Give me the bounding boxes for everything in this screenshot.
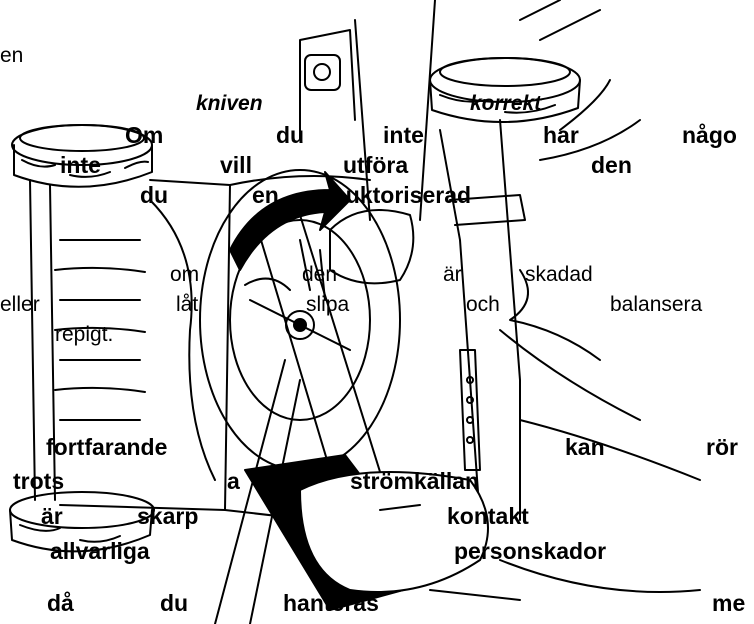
word-me: me [712,590,746,616]
arm-and-glove [229,0,436,301]
handle-column [439,0,601,521]
word-skadad: skadad [525,263,593,286]
word-ror: rör [706,434,738,460]
word-ar-1: är [443,263,462,286]
blade-hub [244,277,351,351]
word-auktoriserad: auktoriserad [333,182,472,208]
wheel-bottom-left [9,491,155,553]
word-den-2: den [302,263,338,286]
word-en: en [0,44,24,67]
word-kniven: kniven [196,92,263,115]
word-lat: låt [176,293,199,316]
word-om-2: om [170,263,200,286]
word-har: har [543,122,579,148]
word-du-2: du [140,182,169,208]
word-du-1: du [276,122,305,148]
word-stromkallan: strömkällan [350,468,480,494]
word-da: då [47,590,74,616]
word-a: a [227,468,240,494]
word-om: Om [125,122,164,148]
word-nago: någo [682,122,737,148]
word-fortfarande: fortfarande [46,434,168,460]
word-eller: eller [0,293,40,316]
word-en-2: en [252,182,279,208]
word-slipa: slipa [306,293,350,316]
person-outline [429,79,701,601]
word-den-1: den [591,152,632,178]
wheel-top-right [429,57,581,123]
word-vill: vill [220,152,252,178]
word-kan: kan [565,434,605,460]
wheel-top-left [11,124,153,188]
mower-deck [29,29,401,531]
word-inte-1: inte [383,122,424,148]
word-personskador: personskador [454,538,607,564]
word-du-3: du [160,590,189,616]
word-hanteras: hanteras [283,590,379,616]
word-och: och [466,293,500,316]
word-allvarliga: allvarliga [50,538,150,564]
word-trots: trots [13,468,65,494]
word-korrekt: korrekt [470,92,542,115]
word-ar-2: är [41,503,63,529]
word-skarp: skarp [137,503,199,529]
foot-and-block [244,454,489,611]
word-balansera: balansera [610,293,703,316]
word-kontakt: kontakt [447,503,529,529]
word-utfora: utföra [343,152,409,178]
word-repigt: repigt. [55,323,114,346]
word-inte-2: inte [60,152,101,178]
